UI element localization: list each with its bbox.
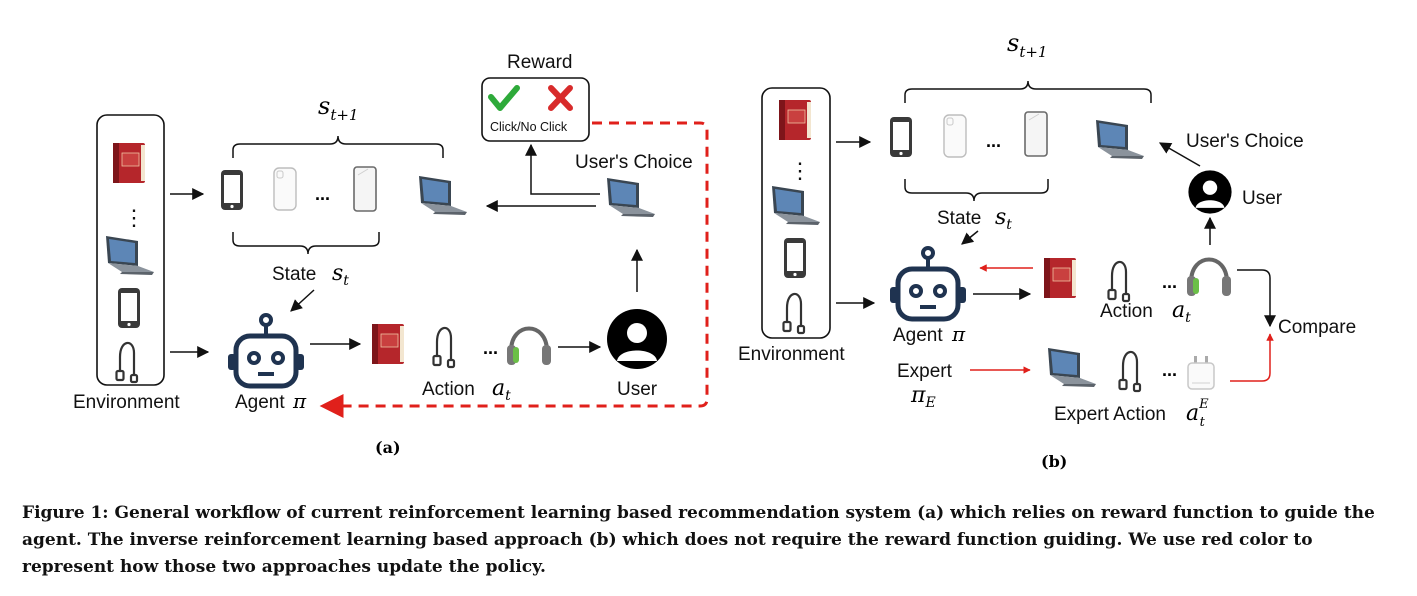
user-label-a: User: [617, 379, 658, 400]
environment-box-a: [96, 114, 165, 386]
ellipsis-b-state: ...: [986, 131, 1001, 151]
ellipsis-a-state: ...: [315, 184, 330, 204]
laptop-icon: [1048, 348, 1096, 387]
agent-label-b: Agent: [893, 325, 943, 346]
cable-icon: [115, 341, 139, 384]
brace-state-b: [904, 179, 1049, 202]
laptop-icon: [106, 236, 154, 275]
environment-box-b: [761, 87, 831, 339]
laptop-icon: [772, 186, 820, 225]
reward-update-arrow-a: [319, 121, 709, 418]
cross-icon: [548, 85, 573, 111]
book-icon: [1043, 257, 1077, 299]
environment-label-a: Environment: [73, 392, 180, 413]
headphones-icon: [1185, 257, 1233, 298]
users-choice-label-b: User's Choice: [1186, 131, 1304, 152]
panel-tag-a: (a): [375, 438, 401, 457]
phone-icon: [221, 170, 243, 210]
brace-next-state-a: [232, 135, 444, 158]
state-to-agent-arrow-b: [961, 230, 979, 245]
agent-label-a: Agent: [235, 392, 285, 413]
reward-title: Reward: [507, 52, 572, 73]
state-label-a: State: [272, 264, 316, 285]
book-icon: [371, 323, 405, 365]
headphones-icon: [505, 326, 553, 367]
action-symbol-a: at: [492, 376, 511, 404]
user-label-b: User: [1242, 188, 1283, 209]
agent-symbol-b: π: [951, 322, 966, 346]
choice-to-reward-arrow-a: [525, 143, 600, 195]
ellipsis-b-action: ...: [1162, 272, 1177, 292]
expert-action-label: Expert Action: [1054, 404, 1166, 425]
phone-icon: [118, 288, 140, 328]
ellipsis-b-expert: ...: [1162, 360, 1177, 380]
book-icon: [112, 142, 146, 184]
compare-label: Compare: [1278, 317, 1356, 338]
phone-icon: [890, 117, 912, 157]
next-state-symbol-b: st+1: [1007, 29, 1047, 61]
vdots-a: ⋮: [123, 206, 145, 231]
state-symbol-a: st: [332, 261, 349, 289]
state-symbol-b: st: [995, 205, 1012, 233]
agent-symbol-a: π: [292, 389, 307, 413]
user-icon: [1188, 170, 1232, 214]
reward-box: [481, 77, 590, 142]
screen-protector-icon: [353, 166, 377, 212]
robot-icon: [890, 248, 966, 319]
user-to-choice-arrow-b: [1158, 142, 1201, 167]
action-symbol-b: at: [1172, 298, 1191, 326]
brace-state-a: [232, 232, 380, 255]
action-label-b: Action: [1100, 301, 1153, 322]
phone-case-icon: [943, 114, 967, 158]
panel-a: ⋮ Environment ... st+1 State st Agent π …: [73, 52, 709, 457]
user-icon: [607, 309, 667, 369]
state-label-b: State: [937, 208, 981, 229]
cable-icon: [782, 292, 806, 335]
ellipsis-a-action: ...: [483, 338, 498, 358]
cable-icon: [1107, 260, 1131, 303]
check-icon: [488, 85, 520, 111]
brace-next-state-b: [904, 80, 1152, 103]
panel-tag-b: (b): [1041, 452, 1067, 471]
laptop-icon: [1096, 120, 1144, 159]
laptop-icon: [419, 176, 467, 215]
next-state-symbol-a: st+1: [318, 92, 358, 124]
phone-case-icon: [273, 167, 297, 211]
expert-label: Expert: [897, 361, 953, 382]
cable-icon: [1118, 350, 1142, 393]
state-to-agent-arrow-a: [290, 289, 315, 312]
vdots-b: ⋮: [789, 159, 811, 184]
action-to-compare-arrow-b: [1237, 269, 1276, 328]
environment-label-b: Environment: [738, 344, 845, 365]
expert-symbol: πE: [910, 383, 936, 411]
charger-icon: [1187, 355, 1215, 390]
laptop-icon: [607, 178, 655, 217]
robot-icon: [228, 315, 304, 386]
panel-b: ⋮ Environment ... st+1 State st Agent π …: [738, 29, 1356, 471]
action-label-a: Action: [422, 379, 475, 400]
users-choice-label-a: User's Choice: [575, 152, 693, 173]
figure-caption: Figure 1: General workflow of current re…: [22, 503, 1375, 577]
cable-icon: [432, 326, 456, 369]
book-icon: [778, 99, 812, 141]
reward-text: Click/No Click: [490, 120, 568, 134]
expert-to-compare-arrow-b: [1230, 333, 1274, 382]
screen-protector-icon: [1024, 111, 1048, 157]
phone-icon: [784, 238, 806, 278]
